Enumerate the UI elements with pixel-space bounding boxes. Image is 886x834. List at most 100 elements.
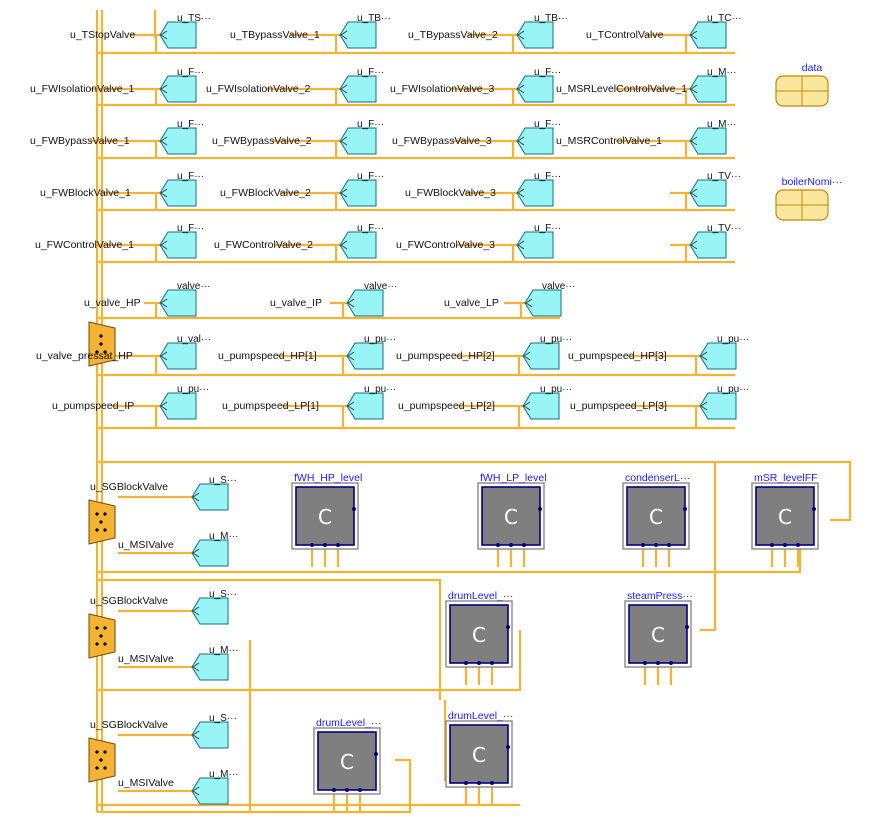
outport-block[interactable]: valve··· — [524, 281, 575, 317]
outport-arrow-icon — [192, 548, 200, 558]
outport-arrow-icon — [347, 351, 355, 361]
outport-block[interactable]: u_pu··· — [159, 384, 209, 420]
connection-label: u_valve_HP — [84, 297, 141, 309]
connection-label: u_valve_IP — [270, 297, 322, 309]
outport-block[interactable]: u_pu··· — [699, 334, 749, 370]
outport-block[interactable]: u_pu··· — [346, 334, 396, 370]
outport-block[interactable]: u_pu··· — [522, 384, 572, 420]
connection-label: u_pumpspeed_HP[3] — [568, 350, 667, 362]
outport-block[interactable]: valve··· — [159, 281, 210, 317]
outport-block[interactable]: u_F··· — [516, 119, 561, 155]
outport-arrow-icon — [347, 401, 355, 411]
outport-block[interactable]: u_F··· — [339, 223, 384, 259]
outport-block[interactable]: u_TB··· — [516, 13, 568, 49]
outport-name: u_F··· — [357, 171, 384, 182]
outport-block[interactable]: u_F··· — [159, 171, 204, 207]
outport-block[interactable]: u_S··· — [191, 475, 237, 511]
outport-arrow-icon — [340, 30, 348, 40]
outport-arrow-icon — [340, 136, 348, 146]
connection-label: u_pumpspeed_IP — [52, 400, 134, 412]
outport-block[interactable]: u_pu··· — [699, 384, 749, 420]
outport-block[interactable]: u_F··· — [516, 171, 561, 207]
outport-block[interactable]: u_F··· — [159, 67, 204, 103]
outport-shape — [339, 231, 377, 259]
connection-label: u_FWBlockValve_2 — [220, 187, 311, 199]
outport-name: valve··· — [177, 281, 210, 292]
controller-glyph: C — [649, 505, 663, 529]
connection-label: u_FWBlockValve_3 — [405, 187, 496, 199]
record-block[interactable]: boilerNomi··· — [775, 176, 842, 221]
outport-shape — [159, 342, 197, 370]
outport-shape — [689, 75, 727, 103]
input-pin-icon — [464, 661, 468, 665]
outport-block[interactable]: u_TS··· — [159, 13, 211, 49]
connection-label: u_pumpspeed_HP[1] — [218, 350, 317, 362]
outport-block[interactable]: u_M··· — [191, 769, 238, 805]
bus-pin-icon — [95, 350, 99, 354]
connection-label: u_pumpspeed_LP[1] — [222, 400, 319, 412]
outport-arrow-icon — [192, 662, 200, 672]
outport-shape — [159, 289, 197, 317]
input-pin-icon — [345, 788, 349, 792]
outport-block[interactable]: u_TV··· — [689, 171, 741, 207]
outport-arrow-icon — [192, 730, 200, 740]
outport-block[interactable]: u_M··· — [191, 645, 238, 681]
controller-title: condenserL··· — [625, 472, 690, 484]
outport-block[interactable]: u_F··· — [159, 119, 204, 155]
outport-name: u_M··· — [209, 769, 238, 780]
outport-block[interactable]: u_TV··· — [689, 223, 741, 259]
outport-block[interactable]: u_F··· — [339, 119, 384, 155]
outport-arrow-icon — [523, 401, 531, 411]
outport-shape — [191, 721, 229, 749]
outport-block[interactable]: u_pu··· — [346, 384, 396, 420]
connection-label: u_pumpspeed_LP[3] — [570, 400, 667, 412]
outport-block[interactable]: u_F··· — [339, 67, 384, 103]
outport-shape — [689, 21, 727, 49]
outport-block[interactable]: u_M··· — [191, 531, 238, 567]
outport-block[interactable]: u_M··· — [689, 67, 736, 103]
outport-block[interactable]: u_F··· — [516, 67, 561, 103]
connection-label: u_MSIValve — [118, 539, 174, 551]
connection-label: u_FWBypassValve_1 — [30, 135, 130, 147]
bus-pin-icon — [103, 626, 107, 630]
outport-block[interactable]: u_TC··· — [689, 13, 741, 49]
controller-title: drumLevel_··· — [316, 717, 381, 729]
outport-block[interactable]: valve··· — [346, 281, 397, 317]
outport-arrow-icon — [690, 240, 698, 250]
input-pin-icon — [654, 543, 658, 547]
outport-block[interactable]: u_F··· — [159, 223, 204, 259]
outport-block[interactable]: u_S··· — [191, 713, 237, 749]
connection-label: u_FWBlockValve_1 — [40, 187, 131, 199]
outport-block[interactable]: u_TB··· — [339, 13, 391, 49]
outport-arrow-icon — [700, 401, 708, 411]
input-pin-icon — [477, 661, 481, 665]
outport-block[interactable]: u_val··· — [159, 334, 211, 370]
input-pin-icon — [641, 543, 645, 547]
input-pin-icon — [336, 543, 340, 547]
bus-pin-icon — [95, 642, 99, 646]
outport-name: u_F··· — [177, 119, 204, 130]
outport-block[interactable]: u_F··· — [339, 171, 384, 207]
controller-bus-loop — [97, 460, 852, 522]
connection-label: u_FWIsolationValve_1 — [30, 83, 134, 95]
outport-block[interactable]: u_S··· — [191, 589, 237, 625]
outport-block[interactable]: u_M··· — [689, 119, 736, 155]
outport-shape — [689, 127, 727, 155]
outport-block[interactable]: u_pu··· — [522, 334, 572, 370]
outport-shape — [346, 342, 384, 370]
outport-name: u_F··· — [177, 67, 204, 78]
outport-block[interactable]: u_F··· — [516, 223, 561, 259]
outport-name: u_M··· — [707, 67, 736, 78]
record-block[interactable]: data — [775, 62, 829, 107]
input-pin-icon — [783, 543, 787, 547]
